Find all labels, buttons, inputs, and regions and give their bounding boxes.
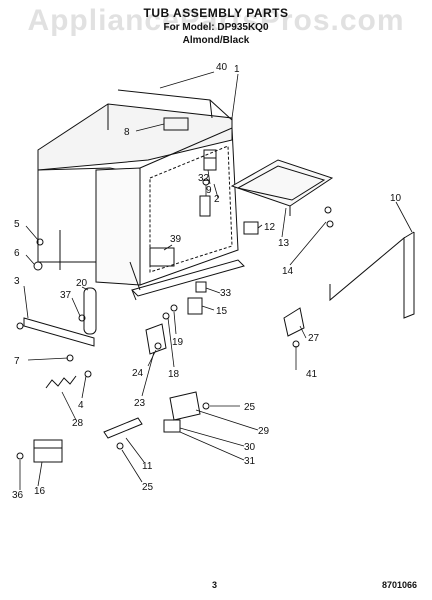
callout-15: 15: [216, 306, 228, 317]
page-number: 3: [212, 580, 218, 590]
color-label: Almond/Black: [182, 35, 250, 46]
diagram-title: TUB ASSEMBLY PARTS: [143, 6, 289, 20]
tub-body: [37, 103, 239, 291]
hinge-part: [145, 323, 167, 355]
mounting-bracket: [23, 317, 95, 347]
callout-37: 37: [60, 290, 72, 301]
callout-18: 18: [168, 369, 180, 380]
callout-30: 30: [244, 442, 256, 453]
part-12: [243, 221, 259, 235]
part-11: [103, 417, 143, 439]
callout-39: 39: [170, 234, 182, 245]
callout-13: 13: [278, 238, 290, 249]
callout-31: 31: [244, 456, 256, 467]
callout-7: 7: [14, 356, 20, 367]
callout-14: 14: [282, 266, 294, 277]
callout-9: 9: [206, 185, 212, 196]
callout-41: 41: [306, 369, 318, 380]
leader-lines: [19, 71, 413, 490]
callout-23: 23: [134, 398, 146, 409]
callout-10: 10: [390, 193, 402, 204]
part-32: [199, 195, 211, 217]
callout-2: 2: [214, 194, 220, 205]
bottom-rail: [131, 259, 245, 301]
model-label: For Model: DP935KQ0: [163, 22, 269, 33]
latch-assembly: [169, 391, 201, 421]
callout-25-lower: 25: [142, 482, 154, 493]
document-code: 8701066: [382, 580, 418, 590]
callout-6: 6: [14, 248, 20, 259]
part-16: [33, 439, 63, 463]
part-30: [163, 419, 181, 433]
callout-12: 12: [264, 222, 276, 233]
callout-8: 8: [124, 127, 130, 138]
callout-36: 36: [12, 490, 24, 501]
callout-24: 24: [132, 368, 144, 379]
vent-part: [83, 287, 97, 335]
callout-20: 20: [76, 278, 88, 289]
callout-11: 11: [142, 461, 153, 472]
callout-labels: 40 1 8 9 2 32 10 13 12 14 5 6 3 39 33 20…: [12, 62, 402, 501]
callout-1: 1: [234, 64, 240, 75]
part-39: [149, 247, 175, 267]
bracket-27: [283, 307, 305, 337]
part-15: [187, 297, 203, 315]
callout-29: 29: [258, 426, 270, 437]
callout-27: 27: [308, 333, 320, 344]
filler-panel: [230, 159, 334, 216]
callout-40: 40: [216, 62, 228, 73]
callout-19: 19: [172, 337, 184, 348]
callout-5: 5: [14, 219, 20, 230]
spring: [45, 375, 77, 389]
part-9: [203, 149, 217, 171]
callout-32: 32: [198, 173, 210, 184]
callout-25-upper: 25: [244, 402, 256, 413]
callout-28: 28: [72, 418, 84, 429]
part-33: [195, 281, 207, 293]
callout-16: 16: [34, 486, 46, 497]
tub-top-frame: [117, 89, 233, 121]
callout-4: 4: [78, 400, 84, 411]
side-trim: [329, 231, 415, 319]
callout-33: 33: [220, 288, 232, 299]
callout-3: 3: [14, 276, 20, 287]
